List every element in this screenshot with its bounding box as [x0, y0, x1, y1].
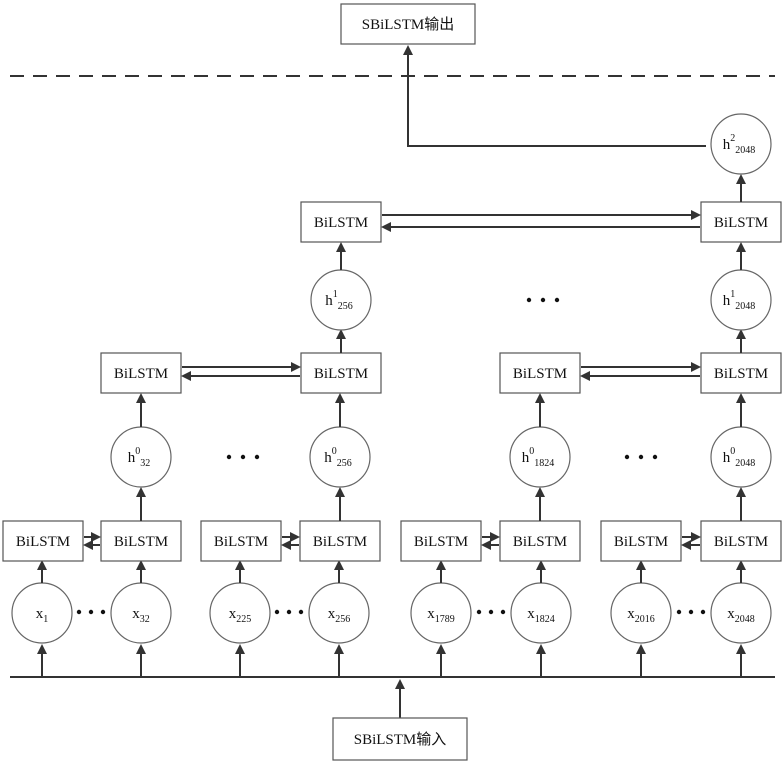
bilstm-l2-1: BiLSTM [300, 201, 382, 243]
ellipsis-x [76, 609, 706, 615]
bilstm-l0-1: BiLSTM [2, 520, 84, 562]
bidirectional-l0 [83, 532, 701, 550]
h2-node-2048: h22048 [710, 113, 772, 175]
x-to-bilstm-arrows [37, 560, 746, 583]
output-label: SBiLSTM输出 [362, 16, 455, 33]
bilstm-l1-4: BiLSTM [700, 352, 782, 394]
h0-node-256: h0256 [309, 426, 371, 488]
svg-text:BiLSTM: BiLSTM [314, 366, 368, 382]
h0-node-1824: h01824 [509, 426, 571, 488]
svg-text:x2016: x2016 [627, 606, 655, 625]
x-node-2048: x2048 [710, 582, 772, 644]
svg-text:BiLSTM: BiLSTM [314, 215, 368, 231]
bilstm-l1-3: BiLSTM [499, 352, 581, 394]
bilstm-l0-7: BiLSTM [600, 520, 682, 562]
input-to-x-arrows [37, 644, 746, 677]
svg-text:BiLSTM: BiLSTM [513, 366, 567, 382]
svg-text:BiLSTM: BiLSTM [714, 215, 768, 231]
bidirectional-l1 [181, 362, 701, 381]
bilstm-l1-2: BiLSTM [300, 352, 382, 394]
bidirectional-l2 [381, 210, 701, 232]
x-node-1824: x1824 [510, 582, 572, 644]
svg-text:BiLSTM: BiLSTM [513, 534, 567, 550]
svg-text:BiLSTM: BiLSTM [114, 534, 168, 550]
svg-text:x32: x32 [132, 606, 150, 625]
svg-text:h02048: h02048 [723, 446, 756, 469]
h1-to-bilstm-arrows [336, 242, 746, 270]
bilstm-l0-5: BiLSTM [400, 520, 482, 562]
svg-text:BiLSTM: BiLSTM [214, 534, 268, 550]
x-node-2016: x2016 [610, 582, 672, 644]
svg-text:BiLSTM: BiLSTM [414, 534, 468, 550]
input-box [332, 717, 468, 761]
svg-text:x2048: x2048 [727, 606, 755, 625]
bilstm-l2-2: BiLSTM [700, 201, 782, 243]
h1-node-2048: h12048 [710, 269, 772, 331]
h1-node-256: h1256 [310, 269, 372, 331]
bilstm-to-h0-arrows [136, 487, 746, 521]
ellipsis-h1 [526, 297, 560, 303]
x-node-256: x256 [308, 582, 370, 644]
x-node-1789: x1789 [410, 582, 472, 644]
bilstm-l0-2: BiLSTM [100, 520, 182, 562]
h0-to-bilstm-arrows [136, 393, 746, 427]
svg-text:x1824: x1824 [527, 606, 555, 625]
bilstm-l0-6: BiLSTM [499, 520, 581, 562]
svg-text:h0256: h0256 [324, 446, 352, 469]
x-node-32: x32 [110, 582, 172, 644]
bilstm-l0-3: BiLSTM [200, 520, 282, 562]
svg-text:BiLSTM: BiLSTM [313, 534, 367, 550]
svg-text:x1789: x1789 [427, 606, 455, 625]
svg-text:x1: x1 [36, 606, 49, 625]
svg-text:h12048: h12048 [723, 289, 756, 312]
ellipsis-h0 [226, 454, 658, 460]
bilstm-l1-1: BiLSTM [100, 352, 182, 394]
svg-text:BiLSTM: BiLSTM [614, 534, 668, 550]
x-node-1: x1 [11, 582, 73, 644]
bilstm-l0-8: BiLSTM [700, 520, 782, 562]
x-node-225: x225 [209, 582, 271, 644]
svg-text:h032: h032 [128, 446, 151, 469]
bilstm-l0-4: BiLSTM [299, 520, 381, 562]
svg-text:BiLSTM: BiLSTM [16, 534, 70, 550]
h0-node-2048: h02048 [710, 426, 772, 488]
output-arrow [403, 45, 706, 147]
svg-text:BiLSTM: BiLSTM [714, 366, 768, 382]
svg-text:h1256: h1256 [325, 289, 353, 312]
svg-text:h22048: h22048 [723, 133, 756, 156]
svg-text:h01824: h01824 [522, 446, 555, 469]
svg-text:BiLSTM: BiLSTM [714, 534, 768, 550]
output-box [340, 3, 476, 45]
input-label: SBiLSTM输入 [354, 731, 447, 748]
svg-text:BiLSTM: BiLSTM [114, 366, 168, 382]
svg-text:x225: x225 [229, 606, 252, 625]
svg-text:x256: x256 [328, 606, 351, 625]
bilstm-to-h1-arrows [336, 329, 746, 353]
h0-node-32: h032 [110, 426, 172, 488]
